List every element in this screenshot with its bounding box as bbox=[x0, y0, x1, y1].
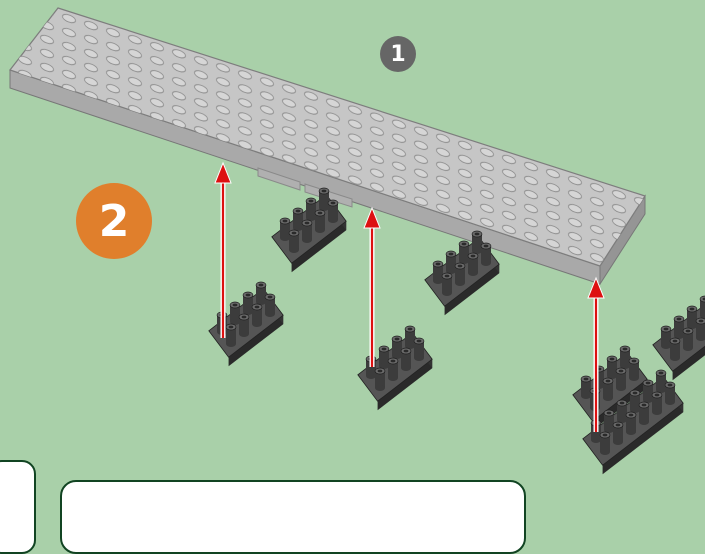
arrow-1 bbox=[215, 163, 231, 338]
step-2-badge: 2 bbox=[76, 183, 152, 259]
brick-4 bbox=[358, 326, 432, 410]
left-instruction-panel bbox=[0, 460, 36, 554]
bottom-instruction-panel bbox=[60, 480, 526, 554]
brick-6 bbox=[653, 296, 705, 380]
arrow-2 bbox=[364, 208, 380, 367]
long-plate bbox=[0, 0, 698, 313]
brick-1 bbox=[272, 188, 346, 272]
brick-3 bbox=[209, 282, 283, 366]
step-1-label: 1 bbox=[390, 42, 405, 67]
step-2-label: 2 bbox=[99, 196, 130, 247]
brick-2 bbox=[425, 231, 499, 315]
step-1-badge: 1 bbox=[380, 36, 416, 72]
assembly-illustration bbox=[0, 0, 705, 524]
